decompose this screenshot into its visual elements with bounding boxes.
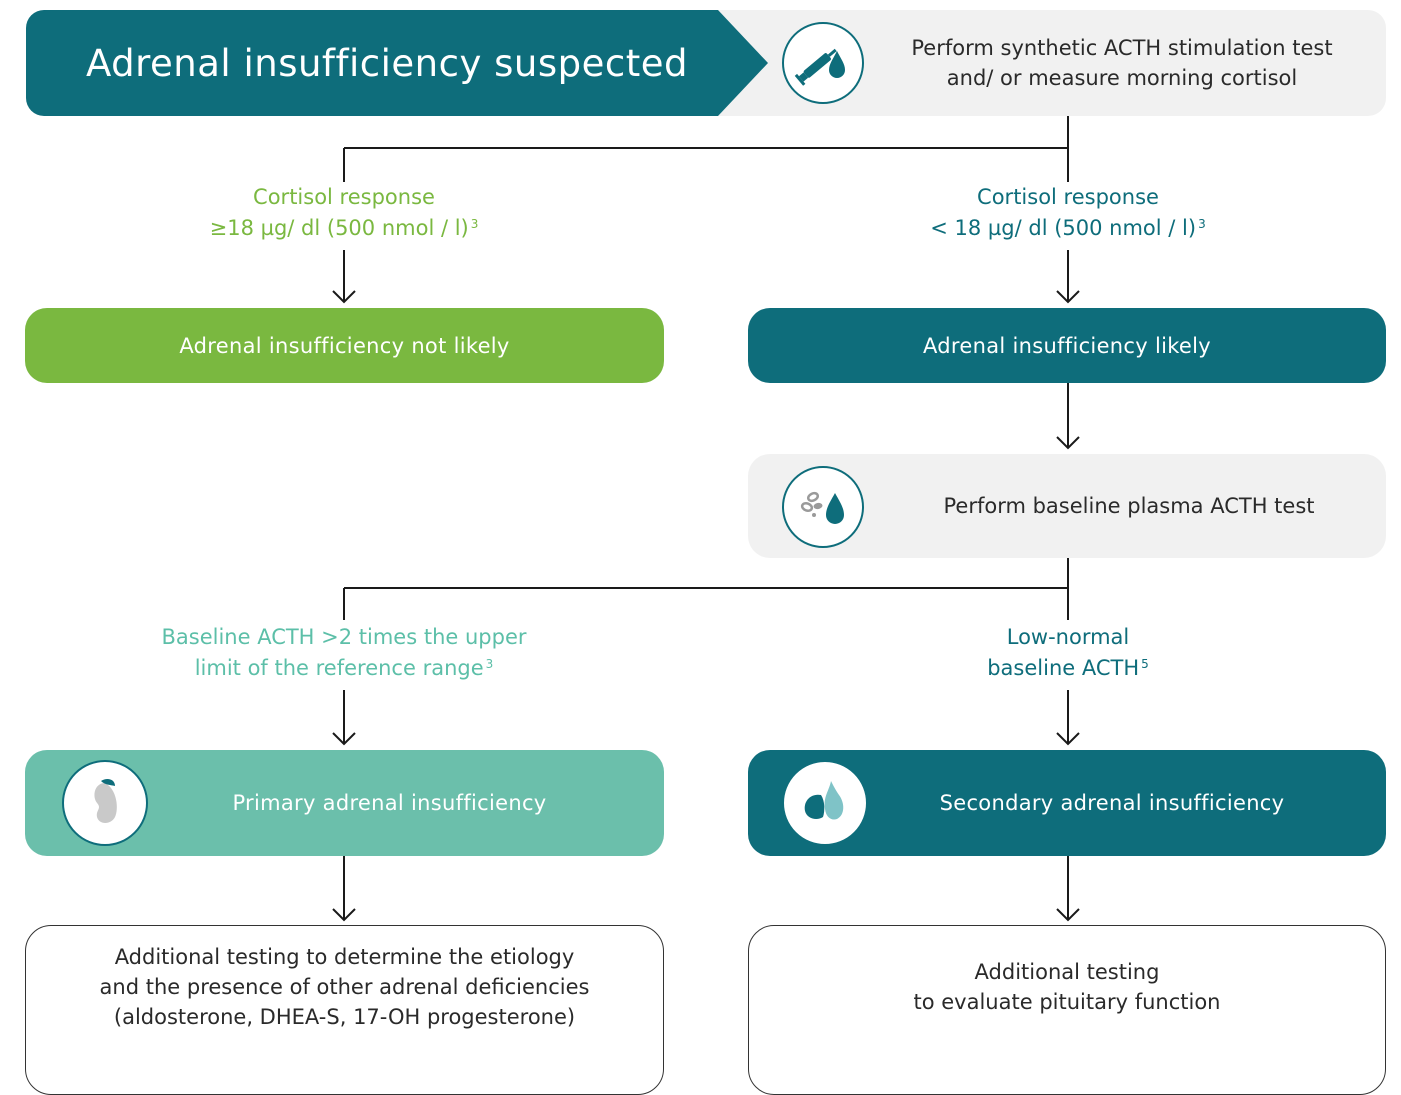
cortisol-low-label-line-2: < 18 µg/ dl (500 nmol / l) — [930, 216, 1197, 240]
primary-text: Primary adrenal insufficiency — [232, 791, 547, 815]
secondary-text: Secondary adrenal insufficiency — [939, 791, 1285, 815]
acth-low-label-line-2: baseline ACTH — [987, 656, 1140, 680]
reference-superscript: 3 — [1198, 217, 1206, 231]
acth-high-label-line-1: Baseline ACTH >2 times the upper — [161, 625, 527, 649]
likely-text: Adrenal insufficiency likely — [922, 333, 1212, 358]
secondary-outcome-line-1: Additional testing — [974, 960, 1160, 984]
baseline-test-text: Perform baseline plasma ACTH test — [943, 494, 1315, 518]
header-chevron — [716, 10, 768, 116]
acth-low-label-line-1: Low-normal — [1006, 625, 1130, 649]
syringe-drop-icon — [782, 22, 864, 104]
reference-superscript: 3 — [470, 217, 479, 231]
acth-high-label: Baseline ACTH >2 times the upper limit o… — [114, 622, 574, 684]
reference-superscript: 3 — [485, 657, 494, 671]
cortisol-high-label: Cortisol response ≥18 µg/ dl (500 nmol /… — [172, 182, 516, 244]
primary-outcome-line-3: (aldosterone, DHEA-S, 17-OH progesterone… — [113, 1005, 576, 1029]
connector-lines — [332, 116, 1080, 922]
test-instruction-line-2: and/ or measure morning cortisol — [946, 66, 1298, 90]
reference-superscript: 5 — [1141, 657, 1149, 671]
secondary-outcome-box: Additional testing to evaluate pituitary… — [748, 925, 1386, 1095]
primary-outcome-line-1: Additional testing to determine the etio… — [114, 945, 575, 969]
cells-drop-icon — [782, 466, 864, 548]
primary-outcome-line-2: and the presence of other adrenal defici… — [99, 975, 590, 999]
kidney-adrenal-icon — [62, 760, 148, 846]
test-instruction: Perform synthetic ACTH stimulation test … — [872, 10, 1372, 116]
cortisol-low-label: Cortisol response < 18 µg/ dl (500 nmol … — [896, 182, 1240, 244]
cortisol-high-label-line-1: Cortisol response — [253, 185, 435, 209]
secondary-outcome-line-2: to evaluate pituitary function — [913, 990, 1221, 1014]
likely-box: Adrenal insufficiency likely — [748, 308, 1386, 383]
pituitary-gland-icon — [782, 760, 868, 846]
header-banner: Adrenal insufficiency suspected — [26, 10, 718, 116]
cortisol-low-label-line-1: Cortisol response — [977, 185, 1159, 209]
page-title: Adrenal insufficiency suspected — [86, 41, 688, 85]
not-likely-text: Adrenal insufficiency not likely — [179, 333, 510, 358]
test-instruction-line-1: Perform synthetic ACTH stimulation test — [911, 36, 1333, 60]
acth-high-label-line-2: limit of the reference range — [194, 656, 484, 680]
cortisol-high-label-line-2: ≥18 µg/ dl (500 nmol / l) — [209, 216, 469, 240]
not-likely-box: Adrenal insufficiency not likely — [25, 308, 664, 383]
primary-outcome-box: Additional testing to determine the etio… — [25, 925, 664, 1095]
